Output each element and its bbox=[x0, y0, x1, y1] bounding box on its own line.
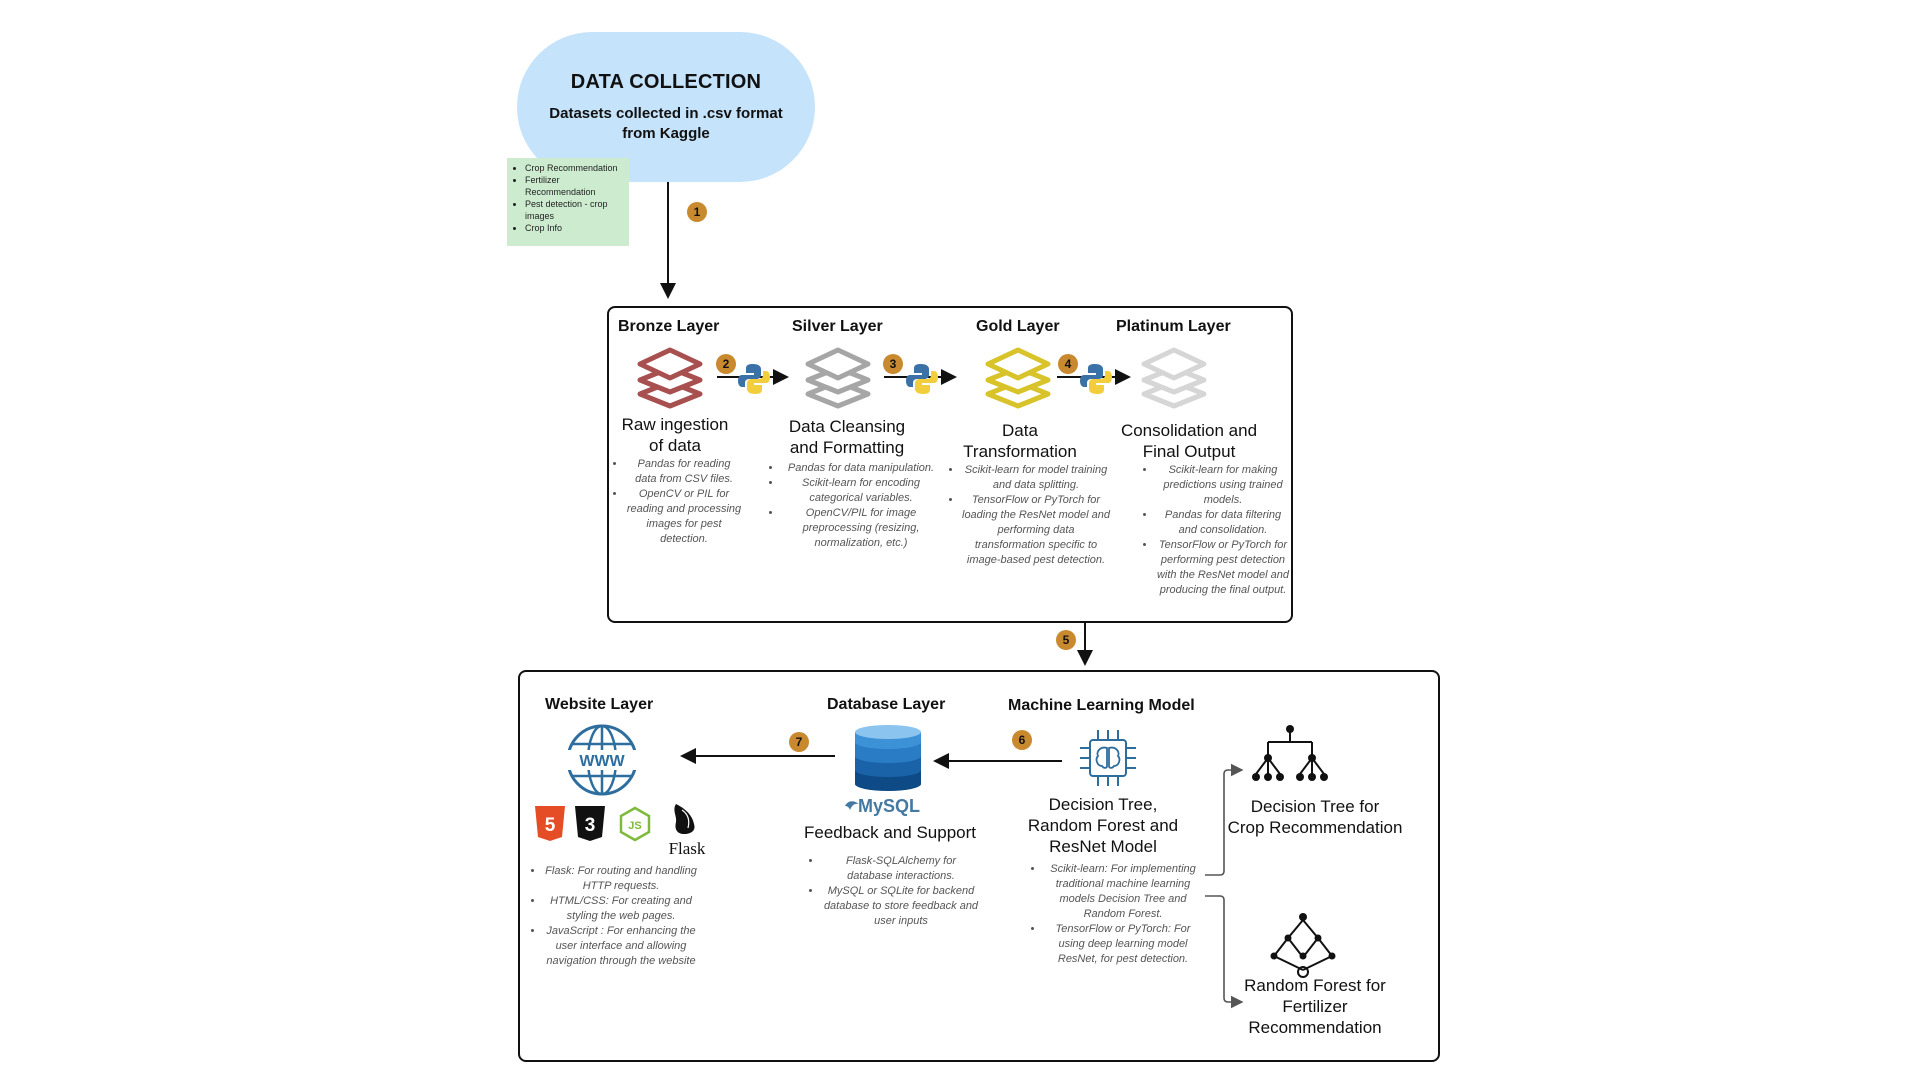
svg-text:JS: JS bbox=[628, 820, 641, 832]
python-logo-icon bbox=[906, 364, 938, 394]
nodejs-icon: JS bbox=[619, 806, 651, 842]
data-collection-node: DATA COLLECTION Datasets collected in .c… bbox=[517, 32, 815, 182]
css3-icon: 3 bbox=[575, 806, 605, 841]
silver-layer-description: Data Cleansing and Formatting bbox=[788, 417, 906, 457]
platinum-layer-description: Consolidation and Final Output bbox=[1120, 421, 1258, 461]
website-layer-title: Website Layer bbox=[545, 696, 654, 713]
database-layer-tools: Flask-SQLAlchemy for database interactio… bbox=[808, 854, 980, 929]
random-forest-output-label: Random Forest for Fertilizer Recommendat… bbox=[1244, 976, 1386, 1037]
platinum-layer-tools: Scikit-learn for making predictions usin… bbox=[1142, 463, 1290, 598]
website-layer-tools: Flask: For routing and handling HTTP req… bbox=[530, 864, 698, 969]
data-collection-title: DATA COLLECTION bbox=[570, 70, 762, 93]
svg-text:5: 5 bbox=[545, 815, 556, 836]
gold-layer-title: Gold Layer bbox=[976, 318, 1060, 335]
connector-ml-to-random-forest bbox=[1205, 895, 1244, 1009]
ml-model-title: Machine Learning Model bbox=[1008, 697, 1195, 714]
silver-layer-tools: Pandas for data manipulation. Scikit-lea… bbox=[768, 461, 940, 551]
step-badge-3: 3 bbox=[883, 354, 903, 374]
gold-layers-icon bbox=[985, 347, 1051, 409]
dataset-item: Crop Recommendation bbox=[525, 162, 625, 174]
svg-text:3: 3 bbox=[585, 815, 596, 836]
datasets-note: Crop Recommendation Fertilizer Recommend… bbox=[507, 158, 629, 246]
python-logo-icon bbox=[1080, 364, 1112, 394]
silver-layer-title: Silver Layer bbox=[792, 318, 883, 335]
decision-tree-icon bbox=[1252, 725, 1328, 781]
database-layer-title: Database Layer bbox=[827, 696, 946, 713]
flask-logo-icon: Flask bbox=[669, 804, 706, 858]
ml-model-description: Decision Tree, Random Forest and ResNet … bbox=[1027, 795, 1179, 856]
data-collection-subtitle: Datasets collected in .csv format from K… bbox=[549, 104, 783, 142]
mysql-logo-text: MySQL bbox=[858, 796, 921, 816]
html5-icon: 5 bbox=[535, 806, 565, 841]
ai-brain-chip-icon bbox=[1080, 730, 1136, 786]
www-globe-icon: WWW bbox=[566, 724, 638, 796]
step-badge-1: 1 bbox=[687, 202, 707, 222]
dataset-item: Pest detection - crop images bbox=[525, 198, 625, 222]
bronze-layer-tools: Pandas for reading data from CSV files. … bbox=[612, 457, 742, 547]
medallion-architecture-box bbox=[607, 306, 1293, 623]
platinum-layer-title: Platinum Layer bbox=[1116, 318, 1231, 335]
bronze-layers-icon bbox=[637, 347, 703, 409]
decision-tree-output-label: Decision Tree for Crop Recommendation bbox=[1227, 797, 1403, 837]
www-text: WWW bbox=[579, 753, 625, 770]
dataset-item: Fertilizer Recommendation bbox=[525, 174, 625, 198]
dolphin-icon bbox=[845, 801, 859, 810]
gold-layer-description: Data Transformation bbox=[963, 421, 1077, 461]
bronze-layer-title: Bronze Layer bbox=[618, 318, 720, 335]
gold-layer-tools: Scikit-learn for model training and data… bbox=[948, 463, 1110, 568]
platinum-layers-icon bbox=[1141, 347, 1207, 409]
bronze-layer-description: Raw ingestion of data bbox=[621, 415, 729, 455]
database-icon bbox=[855, 725, 921, 791]
svg-text:Flask: Flask bbox=[669, 839, 706, 858]
random-forest-icon bbox=[1270, 913, 1336, 978]
connector-ml-to-decision-tree bbox=[1205, 763, 1244, 876]
database-layer-description: Feedback and Support bbox=[803, 823, 976, 842]
step-badge-6: 6 bbox=[1012, 730, 1032, 750]
ml-model-tools: Scikit-learn: For implementing tradition… bbox=[1030, 862, 1202, 967]
step-badge-2: 2 bbox=[716, 354, 736, 374]
dataset-item: Crop Info bbox=[525, 222, 625, 234]
silver-layers-icon bbox=[805, 347, 871, 409]
application-architecture-box bbox=[518, 670, 1440, 1062]
python-logo-icon bbox=[738, 364, 770, 394]
step-badge-4: 4 bbox=[1058, 354, 1078, 374]
step-badge-7: 7 bbox=[789, 732, 809, 752]
step-badge-5: 5 bbox=[1056, 630, 1076, 650]
